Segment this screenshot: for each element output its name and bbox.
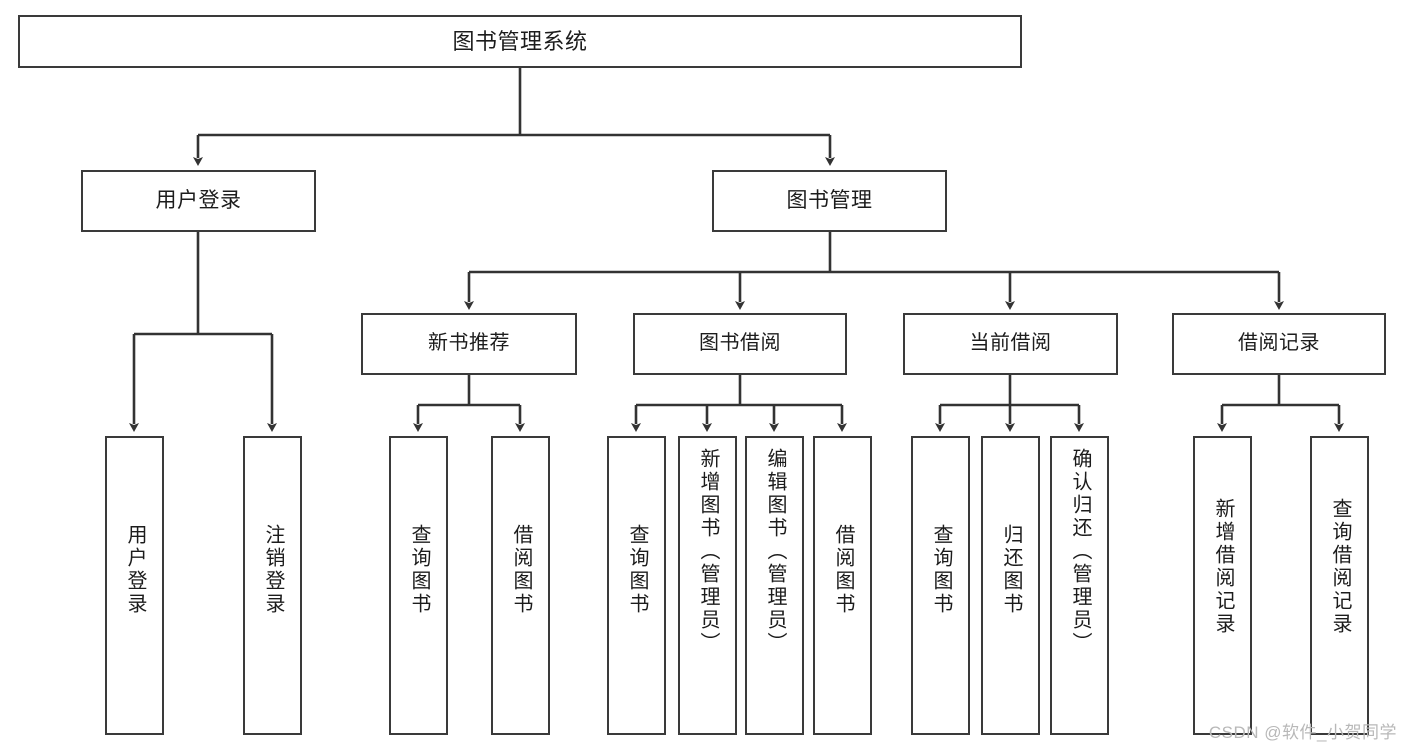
leaf-query-book-newbook[interactable]: 查询图书 xyxy=(389,436,448,735)
node-new-book-recommend[interactable]: 新书推荐 xyxy=(361,313,577,375)
node-label: 借阅记录 xyxy=(1238,332,1320,355)
leaf-return-book[interactable]: 归还图书 xyxy=(981,436,1040,735)
node-borrow-records[interactable]: 借阅记录 xyxy=(1172,313,1386,375)
leaf-edit-book-admin[interactable]: 编辑图书（管理员） xyxy=(745,436,804,735)
leaf-user-login[interactable]: 用户登录 xyxy=(105,436,164,735)
leaf-borrow-book[interactable]: 借阅图书 xyxy=(813,436,872,735)
leaf-borrow-book-newbook[interactable]: 借阅图书 xyxy=(491,436,550,735)
leaf-query-borrow-record[interactable]: 查询借阅记录 xyxy=(1310,436,1369,735)
node-label: 查询图书 xyxy=(626,524,648,616)
node-book-borrow[interactable]: 图书借阅 xyxy=(633,313,847,375)
node-label: 借阅图书 xyxy=(510,524,532,616)
leaf-add-borrow-record[interactable]: 新增借阅记录 xyxy=(1193,436,1252,735)
node-label: 注销登录 xyxy=(262,524,284,616)
leaf-query-book-borrow[interactable]: 查询图书 xyxy=(607,436,666,735)
node-label: 用户登录 xyxy=(155,188,242,212)
leaf-confirm-return-admin[interactable]: 确认归还（管理员） xyxy=(1050,436,1109,735)
node-user-login[interactable]: 用户登录 xyxy=(81,170,316,232)
node-label: 当前借阅 xyxy=(969,332,1052,355)
node-label: 确认归还（管理员） xyxy=(1069,448,1091,655)
node-label: 查询图书 xyxy=(930,524,952,616)
node-current-borrow[interactable]: 当前借阅 xyxy=(903,313,1118,375)
node-label: 归还图书 xyxy=(1000,524,1022,616)
node-label: 新增借阅记录 xyxy=(1212,498,1234,636)
leaf-logout[interactable]: 注销登录 xyxy=(243,436,302,735)
node-label: 借阅图书 xyxy=(832,524,854,616)
node-book-management[interactable]: 图书管理 xyxy=(712,170,947,232)
node-label: 查询借阅记录 xyxy=(1329,498,1351,636)
node-label: 查询图书 xyxy=(408,524,430,616)
node-root-system[interactable]: 图书管理系统 xyxy=(18,15,1022,68)
leaf-query-book-current[interactable]: 查询图书 xyxy=(911,436,970,735)
node-label: 用户登录 xyxy=(124,524,146,616)
node-label: 新增图书（管理员） xyxy=(697,448,719,655)
node-label: 编辑图书（管理员） xyxy=(764,448,786,655)
leaf-add-book-admin[interactable]: 新增图书（管理员） xyxy=(678,436,737,735)
node-label: 图书管理系统 xyxy=(452,28,588,54)
node-label: 图书借阅 xyxy=(699,332,781,355)
node-label: 新书推荐 xyxy=(428,332,510,355)
node-label: 图书管理 xyxy=(786,188,873,212)
